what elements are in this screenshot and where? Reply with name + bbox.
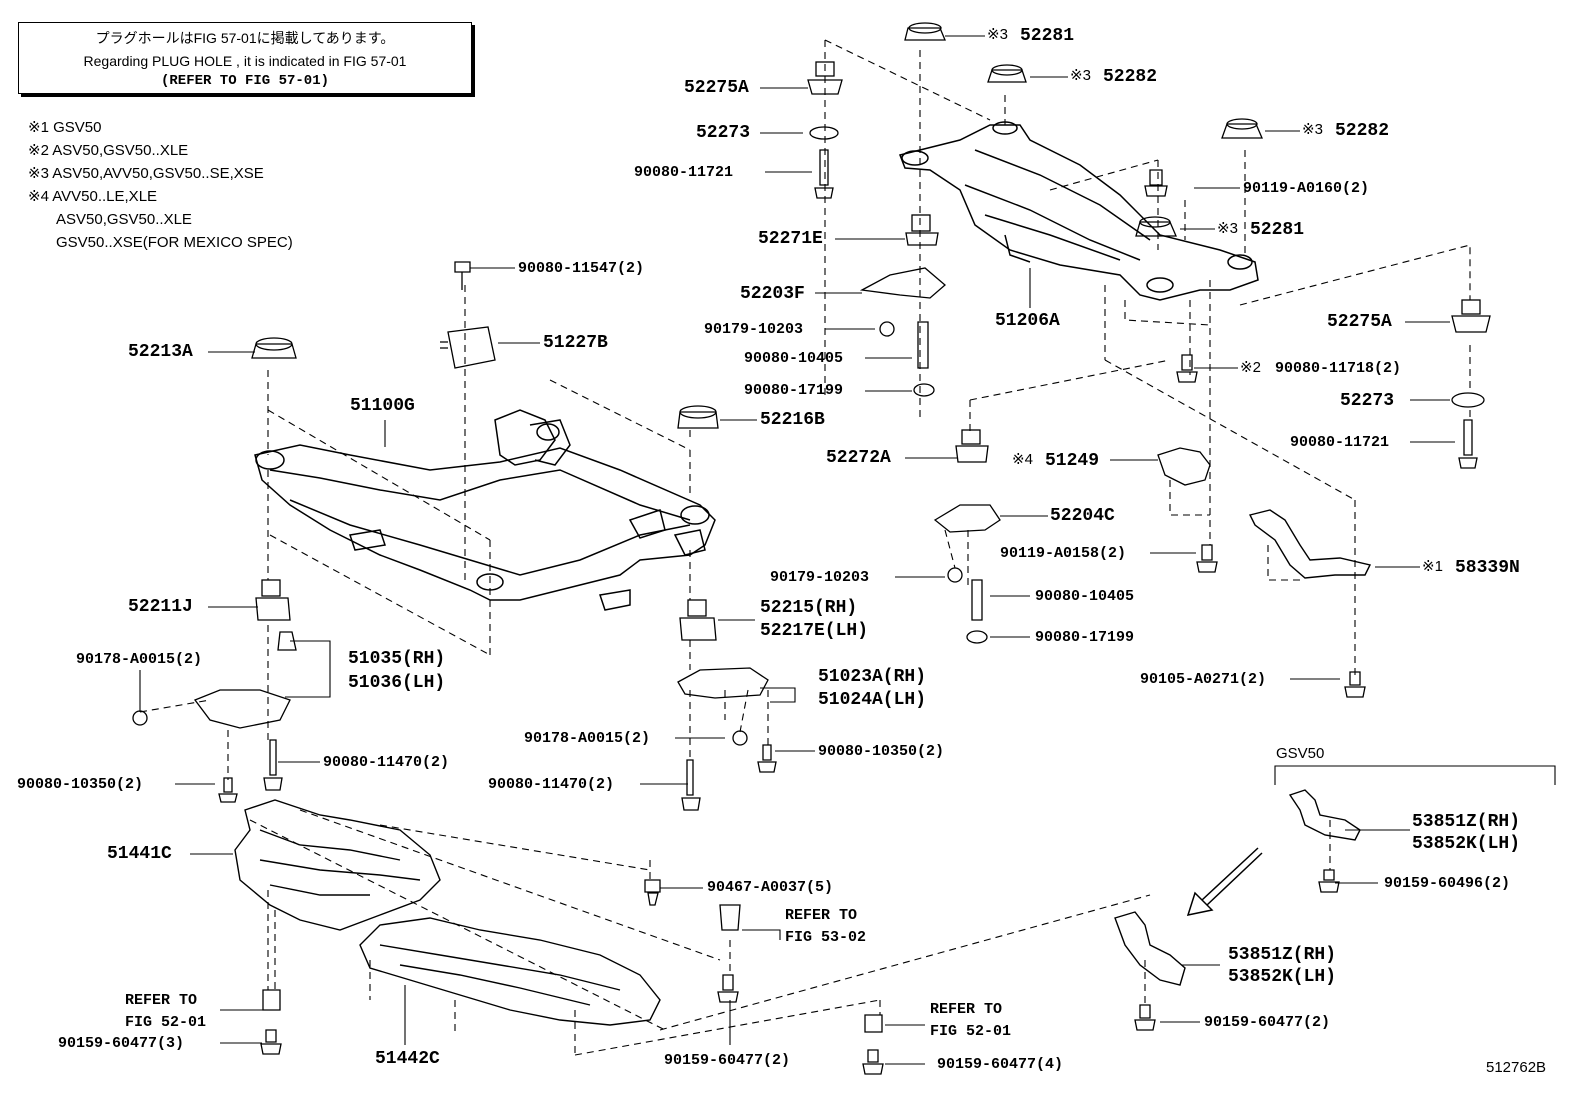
engine-under-cover-51442c bbox=[359, 917, 661, 1026]
refer-to-fig-53-02-line1[interactable]: REFER TO bbox=[785, 907, 858, 924]
part-number-label[interactable]: 90119-A0158(2) bbox=[1000, 545, 1127, 562]
part-number-label[interactable]: 53851Z(RH) bbox=[1228, 945, 1337, 965]
part-number-label[interactable]: 90080-11721 bbox=[634, 164, 734, 181]
part-number-label[interactable]: 51024A(LH) bbox=[818, 690, 927, 710]
part-number-label[interactable]: 52273 bbox=[1340, 391, 1395, 411]
part-number-label[interactable]: 51036(LH) bbox=[348, 673, 446, 693]
part-number-label[interactable]: 51249 bbox=[1045, 451, 1100, 471]
part-number-label[interactable]: 90119-A0160(2) bbox=[1243, 180, 1370, 197]
plate-53851z-upper bbox=[1288, 789, 1361, 841]
part-number-label[interactable]: 52282 bbox=[1103, 67, 1158, 87]
notice-line-en: Regarding PLUG HOLE , it is indicated in… bbox=[83, 53, 407, 69]
engine-under-cover-51441c bbox=[234, 799, 441, 931]
part-number-label[interactable]: 52204C bbox=[1050, 506, 1115, 526]
part-number-label[interactable]: 58339N bbox=[1455, 558, 1520, 578]
part-number-label[interactable]: 52211J bbox=[128, 597, 193, 617]
legend-note-4: ※4 AVV50..LE,XLE bbox=[28, 188, 158, 205]
rear-crossmember-51206a bbox=[898, 121, 1259, 301]
part-number-label[interactable]: 90080-11470(2) bbox=[488, 776, 615, 793]
applicability-legend: ※1 GSV50 ※2 ASV50,GSV50..XLE ※3 ASV50,AV… bbox=[28, 116, 293, 254]
part-number-label[interactable]: 52217E(LH) bbox=[760, 621, 869, 641]
gsv50-bracket-line bbox=[1274, 765, 1556, 785]
part-number-label[interactable]: 90080-10405 bbox=[1035, 588, 1135, 605]
refer-to-fig-52-01b-line1[interactable]: REFER TO bbox=[930, 1001, 1003, 1018]
part-number-label[interactable]: 52275A bbox=[1327, 312, 1392, 332]
leader-lines bbox=[139, 35, 1455, 1065]
applicability-mark: ※1 bbox=[1422, 558, 1443, 575]
part-number-label[interactable]: 51227B bbox=[543, 333, 608, 353]
front-crossmember-51100g bbox=[254, 409, 716, 611]
part-number-label[interactable]: 90080-11470(2) bbox=[323, 754, 450, 771]
part-number-label[interactable]: 51206A bbox=[995, 311, 1060, 331]
part-number-label[interactable]: 52272A bbox=[826, 448, 891, 468]
legend-note-4-cont-2: GSV50..XSE(FOR MEXICO SPEC) bbox=[56, 234, 293, 251]
part-number-label[interactable]: 90159-60477(2) bbox=[664, 1052, 791, 1069]
refer-to-fig-52-01-line2[interactable]: FIG 52-01 bbox=[125, 1014, 207, 1031]
dashed-lines bbox=[139, 39, 1471, 1056]
part-number-label[interactable]: 90080-11721 bbox=[1290, 434, 1390, 451]
part-number-label[interactable]: 51100G bbox=[350, 396, 415, 416]
part-number-label[interactable]: 90080-17199 bbox=[744, 382, 844, 399]
part-number-label[interactable]: 51441C bbox=[107, 844, 172, 864]
part-number-label[interactable]: 90159-60477(3) bbox=[58, 1035, 185, 1052]
direction-arrow bbox=[1186, 847, 1263, 916]
notice-box: プラグホールはFIG 57-01に掲載してあります。 Regarding PLU… bbox=[18, 22, 472, 94]
part-number-label[interactable]: 90080-17199 bbox=[1035, 629, 1135, 646]
part-number-label[interactable]: 53852K(LH) bbox=[1228, 967, 1337, 987]
part-number-label[interactable]: 90159-60496(2) bbox=[1384, 875, 1511, 892]
part-number-label[interactable]: 51035(RH) bbox=[348, 649, 446, 669]
part-number-label[interactable]: 90080-10350(2) bbox=[818, 743, 945, 760]
legend-note-2: ※2 ASV50,GSV50..XLE bbox=[28, 142, 189, 159]
part-number-label[interactable]: 52275A bbox=[684, 78, 749, 98]
part-number-label[interactable]: 90178-A0015(2) bbox=[76, 651, 203, 668]
legend-note-1: ※1 GSV50 bbox=[28, 119, 102, 136]
applicability-mark: ※3 bbox=[1302, 121, 1323, 138]
part-number-label[interactable]: 90080-10405 bbox=[744, 350, 844, 367]
notice-line-jp: プラグホールはFIG 57-01に掲載してあります。 bbox=[95, 30, 395, 46]
part-number-label[interactable]: 52203F bbox=[740, 284, 805, 304]
refer-to-fig-53-02-line2[interactable]: FIG 53-02 bbox=[785, 929, 867, 946]
part-number-label[interactable]: 90179-10203 bbox=[704, 321, 804, 338]
part-number-label[interactable]: 90159-60477(2) bbox=[1204, 1014, 1331, 1031]
part-number-label[interactable]: 52271E bbox=[758, 229, 823, 249]
part-number-label[interactable]: 53852K(LH) bbox=[1412, 834, 1521, 854]
part-number-label[interactable]: 52215(RH) bbox=[760, 598, 858, 618]
part-number-label[interactable]: 90178-A0015(2) bbox=[524, 730, 651, 747]
part-number-label[interactable]: 90080-10350(2) bbox=[17, 776, 144, 793]
part-number-label[interactable]: 52282 bbox=[1335, 121, 1390, 141]
part-number-label[interactable]: 53851Z(RH) bbox=[1412, 812, 1521, 832]
part-number-label[interactable]: 52281 bbox=[1020, 26, 1075, 46]
applicability-mark: ※4 bbox=[1012, 451, 1033, 468]
part-number-label[interactable]: 90179-10203 bbox=[770, 569, 870, 586]
notice-refer-link[interactable]: (REFER TO FIG 57-01) bbox=[160, 73, 330, 89]
part-number-label[interactable]: 90080-11718(2) bbox=[1275, 360, 1402, 377]
applicability-mark: ※3 bbox=[1217, 220, 1238, 237]
part-number-label[interactable]: 52273 bbox=[696, 123, 751, 143]
applicability-mark: ※3 bbox=[1070, 67, 1091, 84]
legend-note-3: ※3 ASV50,AVV50,GSV50..SE,XSE bbox=[28, 165, 264, 182]
applicability-mark: ※3 bbox=[987, 26, 1008, 43]
part-number-label[interactable]: 90159-60477(4) bbox=[937, 1056, 1064, 1073]
part-number-label[interactable]: 90080-11547(2) bbox=[518, 260, 645, 277]
part-number-label[interactable]: 51023A(RH) bbox=[818, 667, 927, 687]
refer-to-fig-52-01b-line2[interactable]: FIG 52-01 bbox=[930, 1023, 1012, 1040]
figure-id: 512762B bbox=[1486, 1059, 1547, 1076]
hardware-shapes bbox=[132, 22, 1491, 1075]
part-number-label[interactable]: 52213A bbox=[128, 342, 193, 362]
plate-53851z-lower bbox=[1114, 911, 1186, 986]
gsv50-group-label: GSV50 bbox=[1276, 745, 1325, 762]
refer-to-fig-52-01-line1[interactable]: REFER TO bbox=[125, 992, 198, 1009]
part-number-label[interactable]: 90467-A0037(5) bbox=[707, 879, 834, 896]
part-number-label[interactable]: 52216B bbox=[760, 410, 825, 430]
legend-note-4-cont-1: ASV50,GSV50..XLE bbox=[56, 211, 192, 228]
part-number-label[interactable]: 52281 bbox=[1250, 220, 1305, 240]
part-number-label[interactable]: 90105-A0271(2) bbox=[1140, 671, 1267, 688]
applicability-mark: ※2 bbox=[1240, 359, 1261, 376]
part-number-label[interactable]: 51442C bbox=[375, 1049, 440, 1069]
brace-58339n bbox=[1248, 509, 1372, 579]
